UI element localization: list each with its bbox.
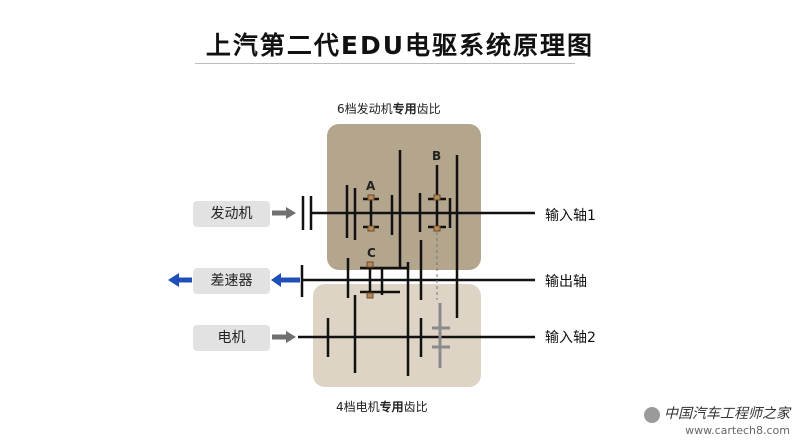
engine-arrow xyxy=(272,207,296,219)
input1-gears xyxy=(345,150,459,268)
bottom-caption: 4档电机专用齿比 xyxy=(336,398,428,415)
title-divider xyxy=(195,63,575,64)
clutch-a-label: A xyxy=(366,179,376,193)
top-caption-suffix: 齿比 xyxy=(416,102,441,116)
input-shaft-1-label: 输入轴1 xyxy=(545,208,596,224)
watermark-name: 中国汽车工程师之家 xyxy=(664,406,790,422)
differential-in-arrow xyxy=(271,273,300,287)
bottom-caption-bold: 专用 xyxy=(379,400,404,414)
watermark-url: www.cartech8.com xyxy=(685,424,790,437)
bottom-caption-suffix: 齿比 xyxy=(403,400,428,414)
bottom-caption-prefix: 4档电机 xyxy=(336,400,380,414)
synchronizer-c xyxy=(360,261,408,299)
clutch-c-label: C xyxy=(367,246,376,260)
clutch-b-label: B xyxy=(432,149,442,163)
output-gears xyxy=(346,240,423,300)
watermark: 中国汽车工程师之家 www.cartech8.com xyxy=(644,406,790,439)
input-shaft-2-label: 输入轴2 xyxy=(545,330,596,346)
top-caption-prefix: 6档发动机 xyxy=(337,102,393,116)
top-caption: 6档发动机专用齿比 xyxy=(337,100,441,117)
motor-box: 电机 xyxy=(193,325,270,351)
engine-gear-panel xyxy=(327,124,481,270)
motor-gear-panel xyxy=(313,284,481,387)
wechat-icon xyxy=(644,407,660,423)
output-shaft-label: 输出轴 xyxy=(545,274,587,290)
input2-gears xyxy=(326,268,459,376)
top-caption-bold: 专用 xyxy=(392,102,417,116)
differential-box: 差速器 xyxy=(193,268,270,294)
engine-box: 发动机 xyxy=(193,201,270,227)
motor-arrow xyxy=(272,331,296,343)
page-title: 上汽第二代EDU电驱系统原理图 xyxy=(205,31,595,60)
synchronizer-a xyxy=(363,194,379,232)
synchronizer-b xyxy=(428,165,446,232)
differential-out-arrow xyxy=(168,273,192,287)
motor-shift-gear xyxy=(432,303,450,368)
